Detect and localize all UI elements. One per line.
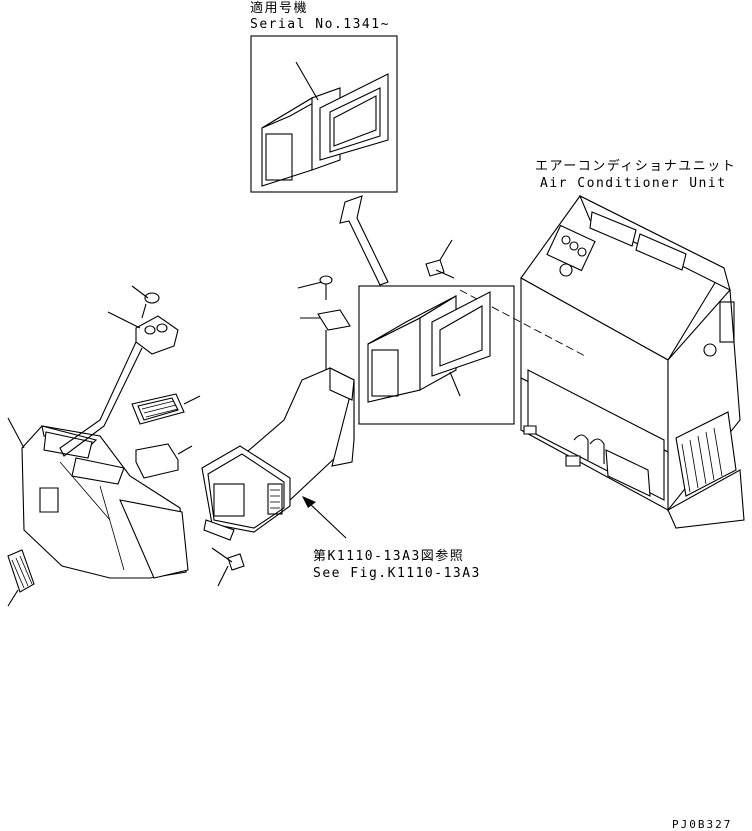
ref-label-en: See Fig.K1110-13A3 <box>313 566 481 581</box>
left-console <box>7 417 189 579</box>
side-vent <box>7 549 35 607</box>
serial-label-en: Serial No.1341~ <box>250 17 390 32</box>
serial-inset: 適用号機 Serial No.1341~ <box>250 0 398 193</box>
lower-duct <box>201 367 355 541</box>
air-conditioner-unit <box>459 194 745 529</box>
main-duct-box <box>358 285 515 425</box>
ac-label-jp: エアーコンディショナユニット <box>535 158 736 174</box>
drawing-code: PJ0B327 <box>672 818 732 831</box>
cover-plate <box>135 443 193 479</box>
inset-frame <box>250 35 398 193</box>
inset-duct <box>261 61 389 187</box>
serial-label-jp: 適用号機 <box>250 0 308 16</box>
bolt-console <box>211 547 245 587</box>
bolt-ac <box>425 239 455 279</box>
bolt-duct <box>297 275 351 370</box>
ref-label-jp: 第K1110-13A3図参照 <box>313 548 464 564</box>
ac-side-grille <box>675 411 737 497</box>
leader-arrow <box>339 195 389 286</box>
main-duct-frame <box>358 285 515 425</box>
ac-label-en: Air Conditioner Unit <box>540 176 727 191</box>
vent-grille <box>131 393 201 425</box>
switch-box <box>59 285 179 457</box>
